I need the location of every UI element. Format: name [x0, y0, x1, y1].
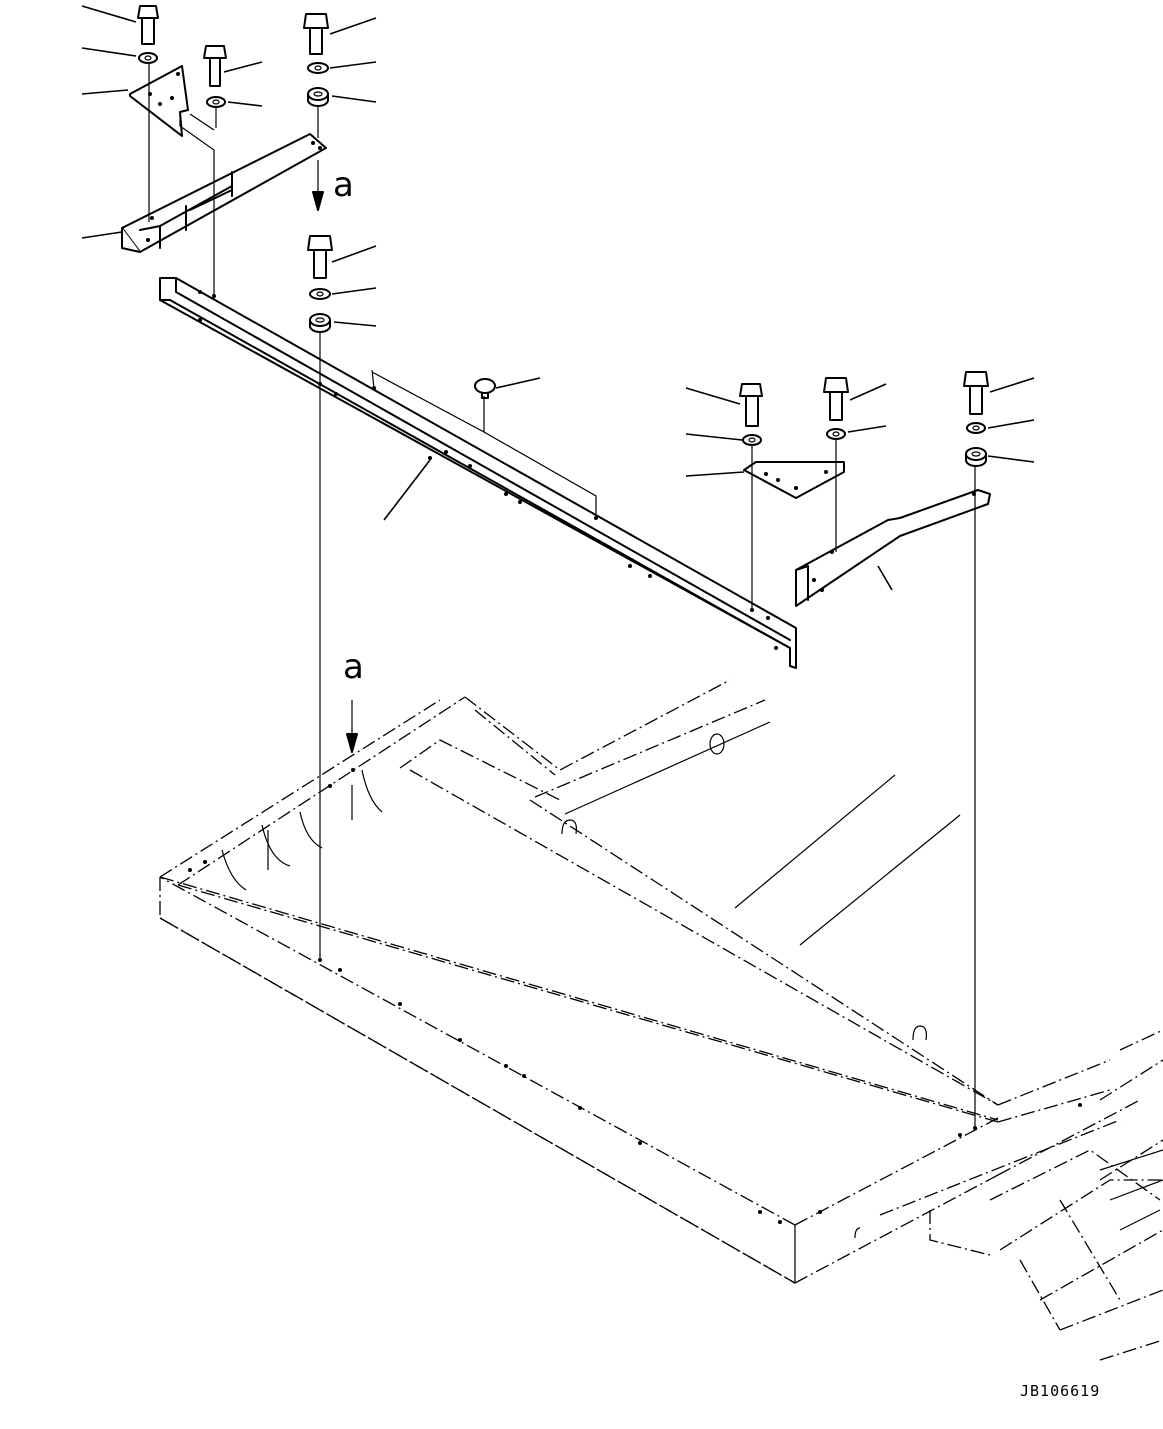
hex-bolt-icon [963, 371, 989, 415]
washer-icon [309, 288, 331, 300]
hex-bolt-icon [307, 235, 333, 279]
spacer-icon [309, 313, 331, 333]
washer-icon [966, 422, 986, 434]
triangular-plate-right [743, 461, 845, 499]
view-marker-upper: a [333, 165, 354, 205]
hex-bolt-icon [137, 5, 159, 45]
washer-icon [138, 52, 158, 64]
view-marker-lower: a [343, 647, 364, 687]
base-frame-holes [188, 768, 1082, 1224]
callout-leaders [81, 5, 1035, 591]
corner-plate-left [129, 65, 189, 137]
spacer-icon [307, 87, 329, 107]
spacer-icon [965, 447, 987, 467]
drawing-code: JB106619 [1020, 1382, 1100, 1400]
short-rear-rail [795, 489, 991, 607]
hex-bolt-icon [203, 45, 227, 87]
push-clip-icon [474, 378, 496, 399]
hex-bolt-icon [739, 383, 763, 427]
assembly-lines [148, 62, 976, 1128]
hex-bolt-icon [303, 13, 329, 55]
front-bracket-channel [121, 133, 327, 253]
hex-bolt-icon [823, 377, 849, 421]
washer-icon [742, 434, 762, 446]
long-main-rail [159, 277, 797, 669]
washer-icon [826, 428, 846, 440]
washer-icon [307, 62, 329, 74]
base-frame-phantom [159, 679, 1163, 1361]
washer-icon [206, 96, 226, 108]
